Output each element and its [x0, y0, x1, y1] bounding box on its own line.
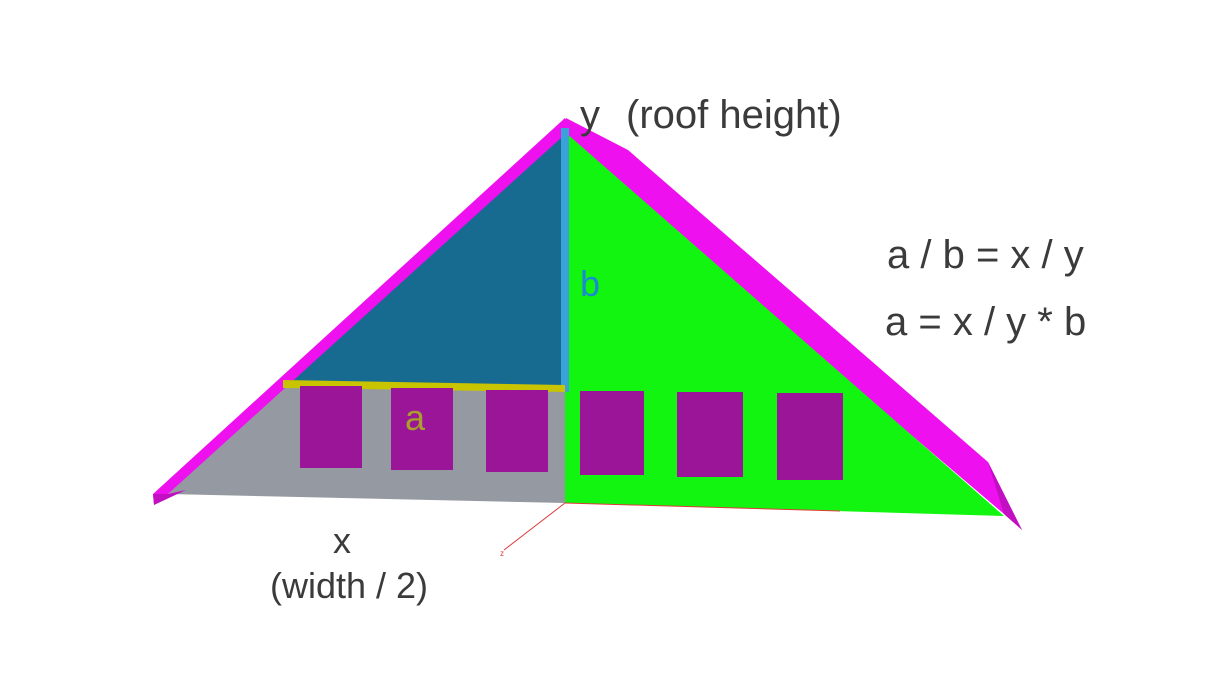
roof-trim-right-edge [988, 462, 1022, 530]
window [486, 390, 548, 472]
equation-solved: a = x / y * b [885, 300, 1086, 344]
window [580, 391, 644, 475]
a-label: a [405, 397, 426, 438]
gray-lower-face [168, 387, 565, 503]
x-label: x [333, 520, 351, 561]
window [777, 393, 843, 480]
b-measure-bar [561, 128, 569, 392]
roof-trim-right [565, 118, 1022, 530]
window [300, 386, 362, 468]
x-label-note: (width / 2) [270, 565, 428, 606]
z-axis-label: z [500, 549, 504, 558]
window [391, 388, 453, 470]
x-axis-line [564, 502, 841, 512]
roof-trim-left [153, 118, 572, 505]
green-gable-face [565, 132, 1004, 516]
b-label: b [580, 263, 600, 304]
roof-trim-left-end [153, 490, 186, 505]
window [677, 392, 743, 477]
z-axis-line [503, 502, 566, 551]
y-label-note: (roof height) [626, 93, 842, 137]
equation-ratio: a / b = x / y [887, 233, 1084, 277]
y-label: y [580, 93, 600, 137]
